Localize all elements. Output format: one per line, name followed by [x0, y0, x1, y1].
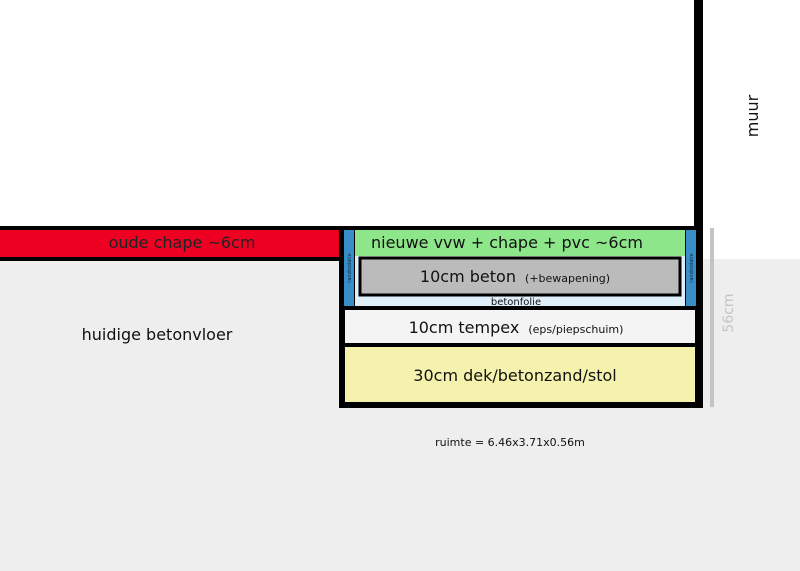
- concrete-slab-label: 10cm beton (+bewapening): [420, 267, 610, 286]
- new-screed-layer: [355, 230, 685, 256]
- existing-floor-label: huidige betonvloer: [82, 325, 233, 344]
- room-dimensions-label: ruimte = 6.46x3.71x0.56m: [435, 436, 585, 449]
- new-screed-label: nieuwe vvw + chape + pvc ~6cm: [371, 233, 643, 252]
- dimension-line: [710, 228, 714, 407]
- edge-insulation-right: [686, 230, 696, 306]
- sand-bed-layer: [345, 347, 695, 402]
- wall-label: muur: [743, 94, 762, 137]
- old-screed-border-bottom: [0, 257, 341, 261]
- concrete-slab-main: 10cm beton: [420, 267, 516, 286]
- edge-insulation-right-label: randisolatie: [689, 253, 695, 282]
- dimension-label: 56cm: [721, 293, 737, 332]
- layer-divider: [343, 306, 697, 310]
- concrete-foil-label: betonfolie: [491, 297, 541, 308]
- concrete-slab-layer: [358, 256, 682, 297]
- old-screed-label: oude chape ~6cm: [109, 233, 256, 252]
- tempex-label: 10cm tempex (eps/piepschuim): [409, 318, 624, 337]
- tempex-sub: (eps/piepschuim): [528, 323, 623, 336]
- concrete-slab-sub: (+bewapening): [525, 272, 610, 285]
- tempex-main: 10cm tempex: [409, 318, 520, 337]
- sand-bed-label: 30cm dek/betonzand/stol: [413, 366, 616, 385]
- edge-insulation-left: [344, 230, 354, 306]
- edge-insulation-left-label: randisolatie: [347, 253, 353, 282]
- layer-divider-2: [343, 343, 697, 347]
- old-screed-border-top: [0, 226, 341, 230]
- old-screed-layer: [0, 228, 339, 259]
- wall-line: [694, 0, 703, 230]
- tempex-layer: [345, 310, 695, 343]
- room-area: [0, 0, 697, 228]
